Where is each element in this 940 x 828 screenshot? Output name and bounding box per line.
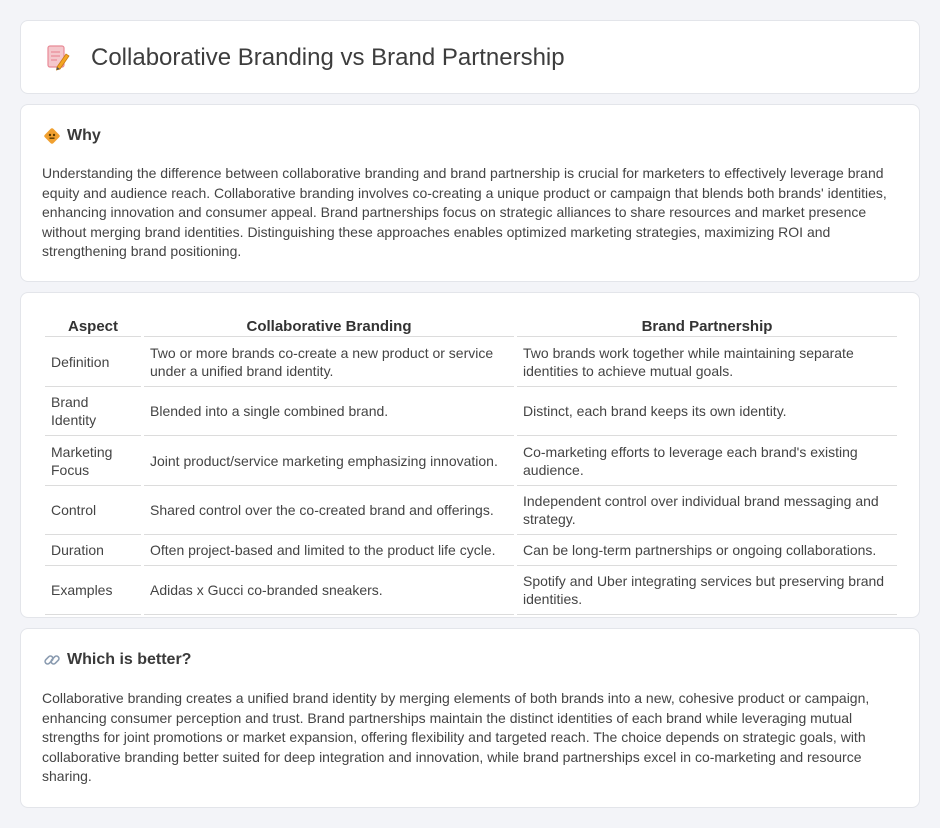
page-title: Collaborative Branding vs Brand Partners… (91, 44, 565, 71)
table-row: Definition Two or more brands co-create … (45, 337, 897, 387)
why-heading: Why (67, 127, 101, 144)
cell-partnership: Spotify and Uber integrating services bu… (517, 566, 897, 615)
comparison-table-section: Aspect Collaborative Branding Brand Part… (20, 292, 920, 618)
cell-collaborative: Blended into a single combined brand. (144, 387, 514, 436)
header-collaborative-branding: Collaborative Branding (144, 313, 514, 337)
table-row: Control Shared control over the co-creat… (45, 486, 897, 535)
why-section: Why Understanding the difference between… (20, 104, 920, 282)
header-brand-partnership: Brand Partnership (517, 313, 897, 337)
why-heading-row: Why (43, 127, 101, 145)
cell-partnership: Independent control over individual bran… (517, 486, 897, 535)
comparison-table: Aspect Collaborative Branding Brand Part… (42, 313, 900, 615)
link-icon (43, 651, 61, 669)
table-row: Examples Adidas x Gucci co-branded sneak… (45, 566, 897, 615)
cell-collaborative: Shared control over the co-created brand… (144, 486, 514, 535)
cell-aspect: Definition (45, 337, 141, 387)
cell-aspect: Duration (45, 535, 141, 566)
table-row: Brand Identity Blended into a single com… (45, 387, 897, 436)
title-row: Collaborative Branding vs Brand Partners… (45, 43, 565, 73)
title-card: Collaborative Branding vs Brand Partners… (20, 20, 920, 94)
table-header-row: Aspect Collaborative Branding Brand Part… (45, 313, 897, 337)
why-text: Understanding the difference between col… (42, 165, 887, 260)
diamond-warning-icon (43, 127, 61, 145)
cell-aspect: Control (45, 486, 141, 535)
document-pencil-icon (45, 43, 71, 73)
cell-aspect: Marketing Focus (45, 436, 141, 486)
table-row: Duration Often project-based and limited… (45, 535, 897, 566)
better-heading: Which is better? (67, 651, 192, 668)
table-row: Marketing Focus Joint product/service ma… (45, 436, 897, 486)
cell-partnership: Co-marketing efforts to leverage each br… (517, 436, 897, 486)
cell-partnership: Distinct, each brand keeps its own ident… (517, 387, 897, 436)
cell-aspect: Brand Identity (45, 387, 141, 436)
cell-collaborative: Often project-based and limited to the p… (144, 535, 514, 566)
cell-partnership: Can be long-term partnerships or ongoing… (517, 535, 897, 566)
header-aspect: Aspect (45, 313, 141, 337)
cell-collaborative: Adidas x Gucci co-branded sneakers. (144, 566, 514, 615)
cell-collaborative: Joint product/service marketing emphasiz… (144, 436, 514, 486)
cell-aspect: Examples (45, 566, 141, 615)
better-heading-row: Which is better? (43, 651, 191, 669)
cell-partnership: Two brands work together while maintaini… (517, 337, 897, 387)
cell-collaborative: Two or more brands co-create a new produ… (144, 337, 514, 387)
better-text: Collaborative branding creates a unified… (42, 690, 870, 785)
which-is-better-section: Which is better? Collaborative branding … (20, 628, 920, 808)
